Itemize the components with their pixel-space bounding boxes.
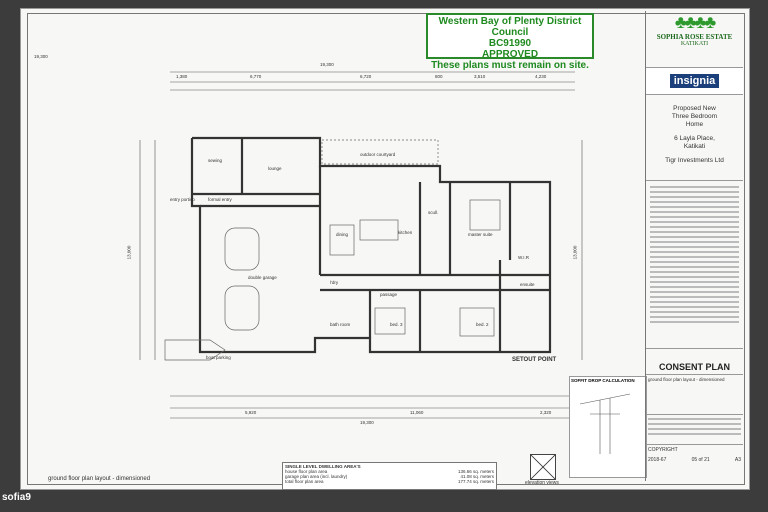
tree-logo-icon: ♣♣♣♣ <box>674 12 716 32</box>
room-boat-parking: boat parking <box>206 355 231 360</box>
area-garage-label: garage plan area (incl. laundry) <box>285 474 348 479</box>
room-outdoor-courtyard: outdoor courtyard <box>360 152 396 157</box>
room-bathroom: bath room <box>330 322 351 327</box>
room-dining: dining <box>336 232 349 237</box>
soffit-detail: SOFFIT DROP CALCULATION <box>569 376 647 478</box>
overall-depth-right: 13,000 <box>572 245 578 260</box>
bottom-dim-2: 11,060 <box>410 410 424 415</box>
area-house-label: house floor plan area <box>285 469 328 474</box>
setout-point: SETOUT POINT <box>512 357 557 363</box>
top-dim-1: 1,380 <box>176 74 188 79</box>
project-info: Proposed New Three Bedroom Home 6 Layla … <box>646 95 743 181</box>
room-bed-2: bed. 2 <box>476 322 489 327</box>
job-number: 2018-67 <box>648 457 667 463</box>
room-lounge: lounge <box>268 166 282 171</box>
soffit-drawing <box>579 393 631 454</box>
room-ensuite: ensuite <box>520 282 535 287</box>
watermark-text: sofia9 <box>2 492 31 503</box>
overall-width-label: 19,300 <box>320 62 334 67</box>
overall-depth-left: 13,000 <box>126 245 132 260</box>
area-house-value: 136.66 sq. meters <box>457 469 494 474</box>
top-dim-6: 4,230 <box>535 74 547 79</box>
approval-note: These plans must remain on site. <box>431 60 589 71</box>
revision-table <box>646 418 743 445</box>
area-total-value: 177.74 sq. meters <box>457 479 494 484</box>
bottom-dim-3: 2,320 <box>540 410 552 415</box>
bottom-dim-1: 5,920 <box>245 410 257 415</box>
plan-caption: ground floor plan layout - dimensioned <box>48 476 151 482</box>
overall-width-top: 19,300 <box>34 54 48 59</box>
room-master-suite: master suite <box>468 232 493 237</box>
project-line-1: Proposed New <box>673 105 716 112</box>
general-notes <box>646 181 743 349</box>
project-line-3: Home <box>685 121 704 128</box>
council-name: Western Bay of Plenty District Council <box>438 16 582 38</box>
room-formal-entry: formal entry <box>208 197 232 202</box>
room-passage: passage <box>380 292 398 297</box>
top-dim-4: 800 <box>435 74 443 79</box>
areas-table: SINGLE LEVEL DWELLING AREA'S house floor… <box>282 462 497 490</box>
estate-name: SOPHIA ROSE ESTATE <box>656 33 733 41</box>
soffit-title: SOFFIT DROP CALCULATION <box>571 378 635 383</box>
area-garage-value: 41.08 sq. meters <box>460 474 494 479</box>
company-name: insignia <box>669 74 720 88</box>
company-logo: insignia <box>646 68 743 95</box>
room-scullery: scull. <box>428 210 439 215</box>
estate-logo: ♣♣♣♣ SOPHIA ROSE ESTATE KATIKATI <box>646 11 743 68</box>
room-laundry: l'dry <box>330 280 339 285</box>
address-line-1: 6 Layla Place, <box>674 135 715 142</box>
floor-plan-drawing <box>139 71 583 419</box>
project-line-2: Three Bedroom <box>671 113 718 120</box>
client-name: Tigr Investments Ltd <box>665 157 724 164</box>
consent-number: BC91990 <box>488 38 532 49</box>
sheet-size: A3 <box>734 457 741 463</box>
drawing-contents: ground floor plan layout - dimensioned <box>646 375 743 415</box>
approval-stamp: Western Bay of Plenty District Council B… <box>426 13 594 71</box>
sheet-number: 05 of 21 <box>691 457 710 463</box>
room-kitchen: kitchen <box>398 230 413 235</box>
top-dim-5: 3,510 <box>474 74 486 79</box>
approval-status: APPROVED <box>481 49 539 60</box>
elevation-label: elevation views <box>525 480 559 486</box>
status-label: CONSENT PLAN <box>658 362 730 372</box>
drawing-status: CONSENT PLAN <box>646 349 743 375</box>
top-dim-2: 6,770 <box>250 74 262 79</box>
area-total-label: total floor plan area <box>285 479 324 484</box>
title-footer: COPYRIGHT <box>646 445 743 455</box>
room-bed-3: bed. 3 <box>390 322 403 327</box>
room-double-garage: double garage <box>248 275 277 280</box>
estate-location: KATIKATI <box>680 41 709 47</box>
copyright-label: COPYRIGHT <box>648 447 678 453</box>
top-dim-3: 6,720 <box>360 74 372 79</box>
floor-plan: 19,300 19,300 1,380 6,770 6,720 800 3,51… <box>30 54 590 440</box>
room-sewing: sewing <box>208 158 223 163</box>
bottom-overall-width: 19,300 <box>360 420 374 425</box>
room-entry-portico: entry portico <box>170 197 195 202</box>
title-block: ♣♣♣♣ SOPHIA ROSE ESTATE KATIKATI insigni… <box>645 11 743 481</box>
room-wir: W.I.R <box>518 255 529 260</box>
sheet-info: 2018-67 05 of 21 A3 <box>646 455 743 465</box>
elevation-key-icon <box>530 454 556 480</box>
address-line-2: Katikati <box>683 143 706 150</box>
areas-title: SINGLE LEVEL DWELLING AREA'S <box>285 464 361 469</box>
contents-text: ground floor plan layout - dimensioned <box>648 377 725 382</box>
elevation-key <box>530 454 556 480</box>
